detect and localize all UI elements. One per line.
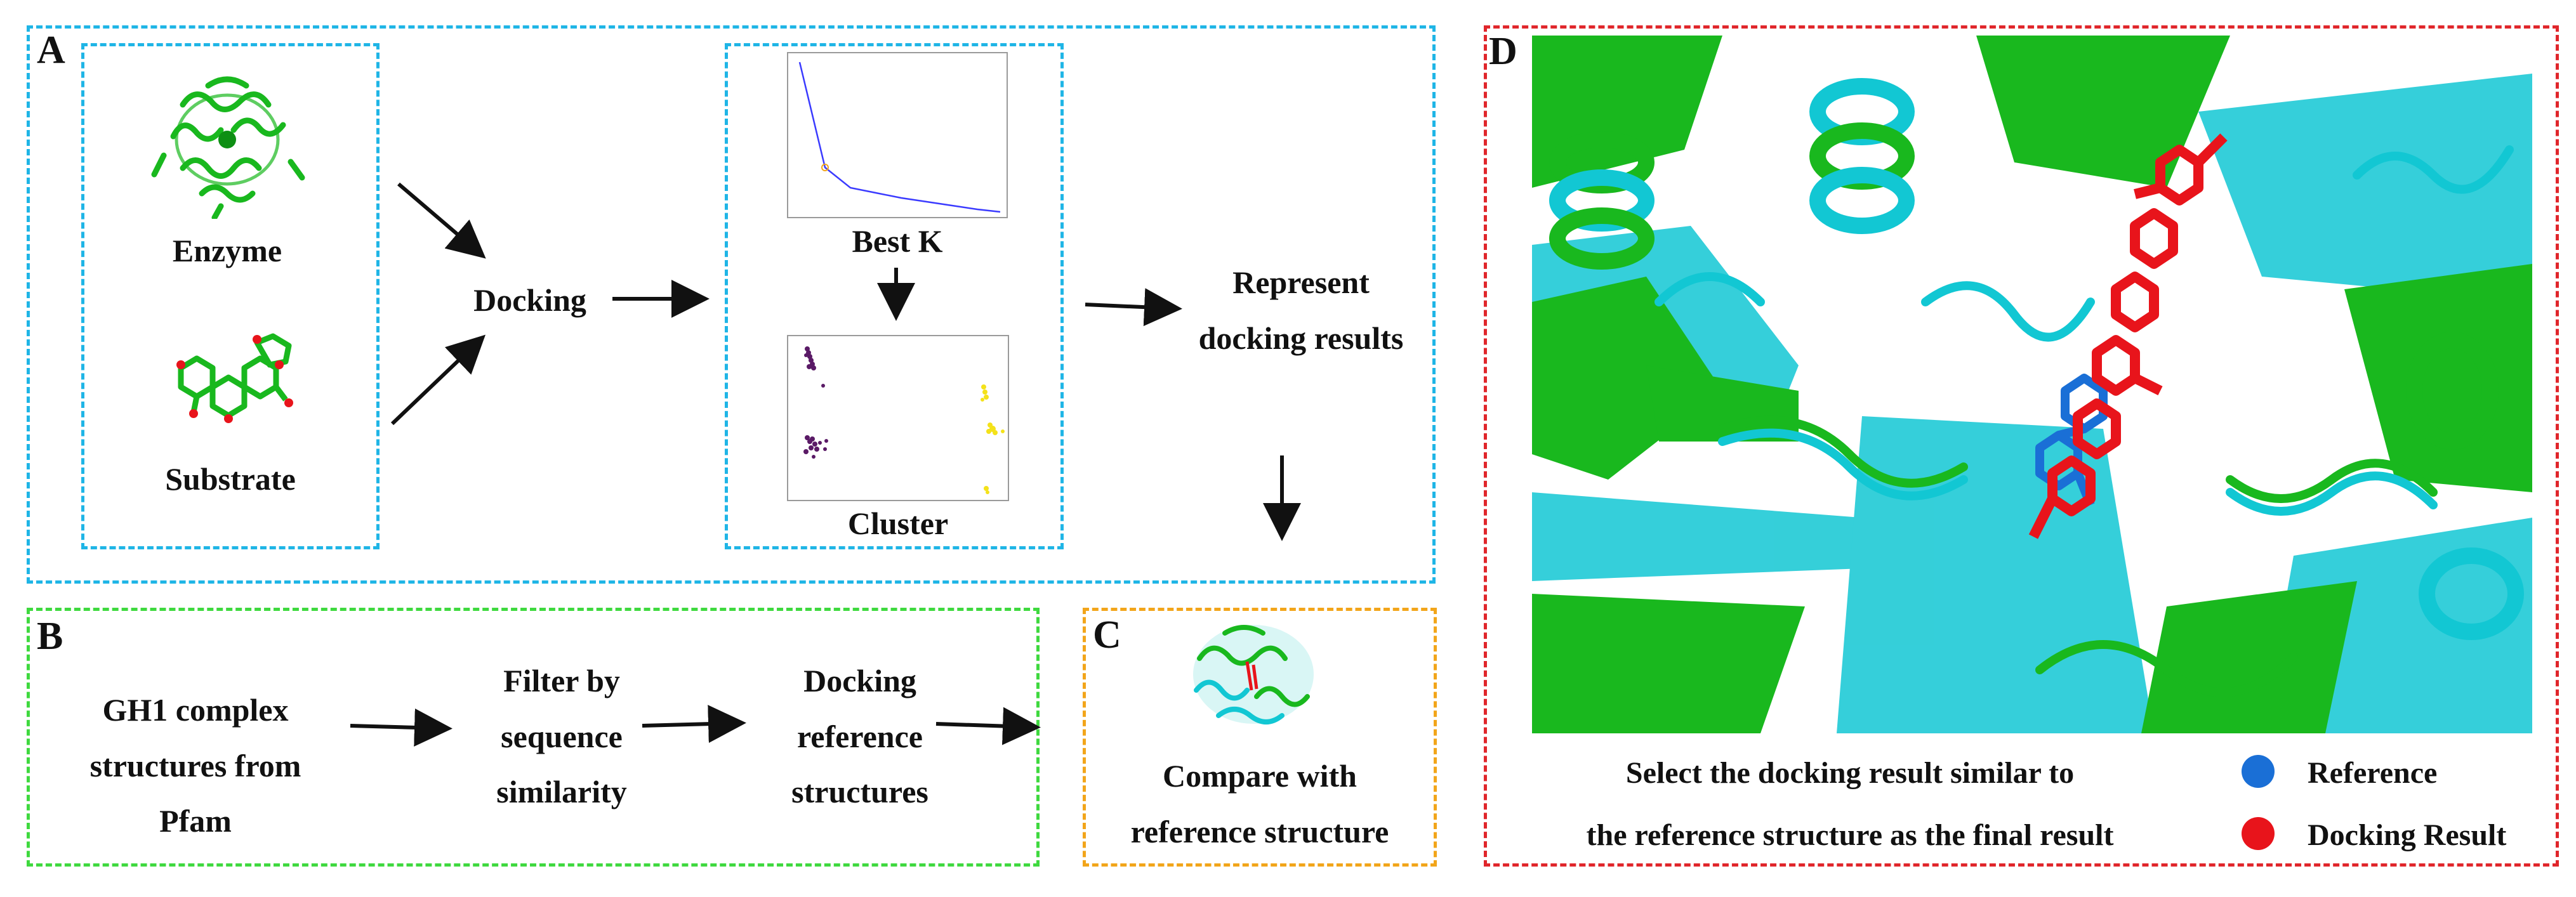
filter-step-label: Filter by sequence similarity [496, 663, 627, 809]
cluster-plot [787, 335, 1009, 501]
clustering-box [725, 43, 1064, 549]
best-k-plot [787, 52, 1008, 218]
docking-label: Docking [473, 282, 586, 318]
panel-d-letter: D [1489, 30, 1517, 73]
cluster-scatter [803, 346, 1005, 494]
caption-line-1: Select the docking result similar to [1625, 756, 2075, 790]
inputs-box [81, 43, 380, 549]
panel-b-letter: B [37, 615, 63, 658]
best-k-label: Best K [852, 223, 943, 259]
docking-result-ligand [2028, 133, 2228, 539]
enzyme-to-docking-arrow [397, 182, 486, 259]
caption-line-2: the reference structure as the final res… [1586, 818, 2114, 852]
panel-a [27, 25, 1436, 584]
panel-d [1484, 25, 2559, 867]
docking-result-legend-label: Docking Result [2308, 818, 2507, 852]
docking-reference-step-label: Docking reference structures [791, 663, 928, 809]
represent-label: Represent docking results [1198, 265, 1404, 356]
complex-structure-icon [1193, 625, 1314, 724]
reference-ligand [2035, 374, 2108, 507]
panel-c [1083, 608, 1437, 867]
reference-legend-label: Reference [2308, 756, 2438, 790]
docking-result-legend-dot [2242, 817, 2275, 850]
panel-a-letter: A [37, 29, 65, 72]
substrate-label: Substrate [165, 461, 296, 497]
protein-ligand-view [1532, 36, 2532, 733]
cluster-to-represent-arrow [1085, 288, 1182, 327]
substrate-to-docking-arrow [390, 334, 486, 426]
enzyme-label: Enzyme [172, 233, 282, 268]
gh1-step-label: GH1 complex structures from Pfam [89, 692, 301, 839]
reference-legend-dot [2242, 755, 2275, 788]
panel-c-letter: C [1093, 613, 1121, 657]
panel-b-arrows [350, 705, 1041, 747]
best-k-elbow-curve [798, 62, 1001, 213]
substrate-molecule-icon [176, 333, 293, 423]
enzyme-structure-icon [151, 76, 305, 219]
compare-label: Compare with reference structure [1130, 758, 1389, 849]
cluster-label: Cluster [847, 506, 949, 541]
panel-a-arrows [390, 182, 1301, 541]
